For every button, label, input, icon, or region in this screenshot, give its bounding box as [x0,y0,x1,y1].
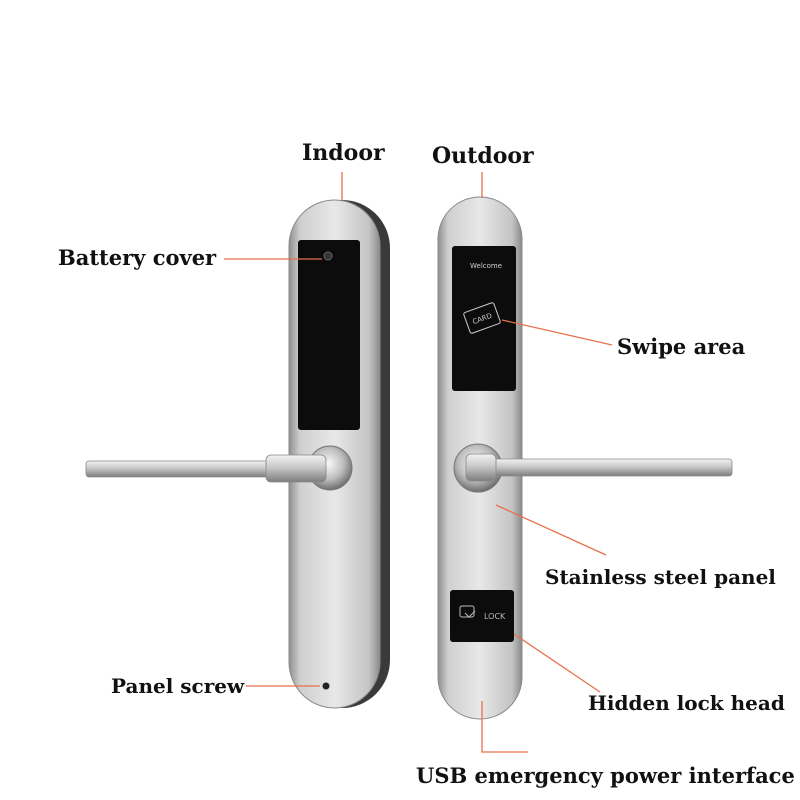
indoor-label: Indoor [302,140,385,166]
leader-lines [224,172,613,753]
indoor-lock-body [85,199,390,709]
touch-icon [459,605,476,618]
hidden-lock-head-label: Hidden lock head [588,691,785,715]
stainless-panel-leader [495,504,607,556]
lock-button-text: LOCK [484,612,506,621]
stainless-panel-label: Stainless steel panel [545,565,776,589]
battery-cover-screw [323,251,333,261]
screen-welcome-text: Welcome [470,262,502,270]
panel-screw [322,682,330,690]
hidden-lock-head-leader [513,633,601,693]
hidden-lock-head [450,590,514,642]
outdoor-label: Outdoor [432,143,534,169]
swipe-area-screen [452,246,516,391]
battery-cover-label: Battery cover [58,245,217,270]
battery-cover-screen [298,240,360,430]
swipe-area-leader [501,319,613,346]
outdoor-lock-body: Welcome CARD LOCK [437,196,733,720]
panel-screw-label: Panel screw [111,674,245,698]
usb-interface-label: USB emergency power interface [416,763,795,788]
swipe-area-label: Swipe area [617,334,746,359]
outdoor-handle [467,458,733,477]
usb-leader [481,701,528,753]
